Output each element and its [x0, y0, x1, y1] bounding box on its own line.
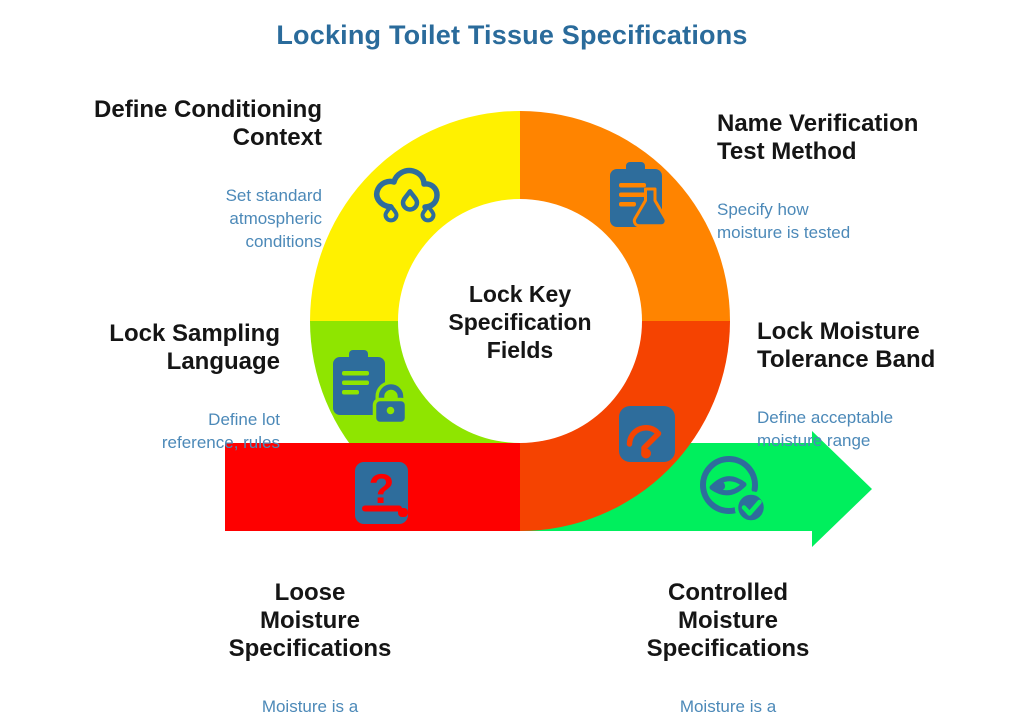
moisture-gauge-icon	[619, 406, 675, 462]
step-loose-moisture: Loose Moisture Specifications Moisture i…	[185, 561, 435, 722]
center-label: Lock Key Specification Fields	[448, 281, 592, 363]
step-heading: Loose Moisture Specifications	[228, 579, 392, 662]
clipboard-lock-icon	[333, 350, 409, 426]
step-define-conditioning: Define Conditioning Context Set standard…	[40, 78, 322, 271]
page-title: Locking Toilet Tissue Specifications	[276, 20, 748, 50]
step-name-verification: Name Verification Test Method Specify ho…	[717, 92, 977, 262]
step-subtitle: Set standard atmospheric conditions	[225, 186, 322, 251]
step-subtitle: Define acceptable moisture range	[757, 408, 894, 450]
step-subtitle: Define lot reference, rules	[161, 410, 280, 452]
donut-hole	[398, 199, 642, 443]
step-subtitle: Specify how moisture is tested	[717, 200, 851, 242]
step-lock-moisture: Lock Moisture Tolerance Band Define acce…	[757, 300, 987, 470]
step-heading: Controlled Moisture Specifications	[646, 579, 810, 662]
book-question-icon: ?	[355, 462, 408, 524]
step-heading: Lock Moisture Tolerance Band	[757, 318, 936, 373]
cloud-rain-icon	[374, 167, 440, 223]
inspection-check-icon	[700, 455, 768, 524]
step-heading: Lock Sampling Language	[109, 320, 280, 375]
step-lock-sampling: Lock Sampling Language Define lot refere…	[40, 302, 280, 472]
clipboard-flask-icon	[610, 162, 668, 228]
step-heading: Name Verification Test Method	[717, 110, 919, 165]
step-controlled-moisture: Controlled Moisture Specifications Moist…	[603, 561, 853, 722]
step-subtitle: Moisture is a control point	[679, 697, 777, 722]
step-subtitle: Moisture is a discussion point	[250, 697, 371, 722]
question-mark-glyph: ?	[369, 465, 395, 512]
step-heading: Define Conditioning Context	[94, 96, 322, 151]
